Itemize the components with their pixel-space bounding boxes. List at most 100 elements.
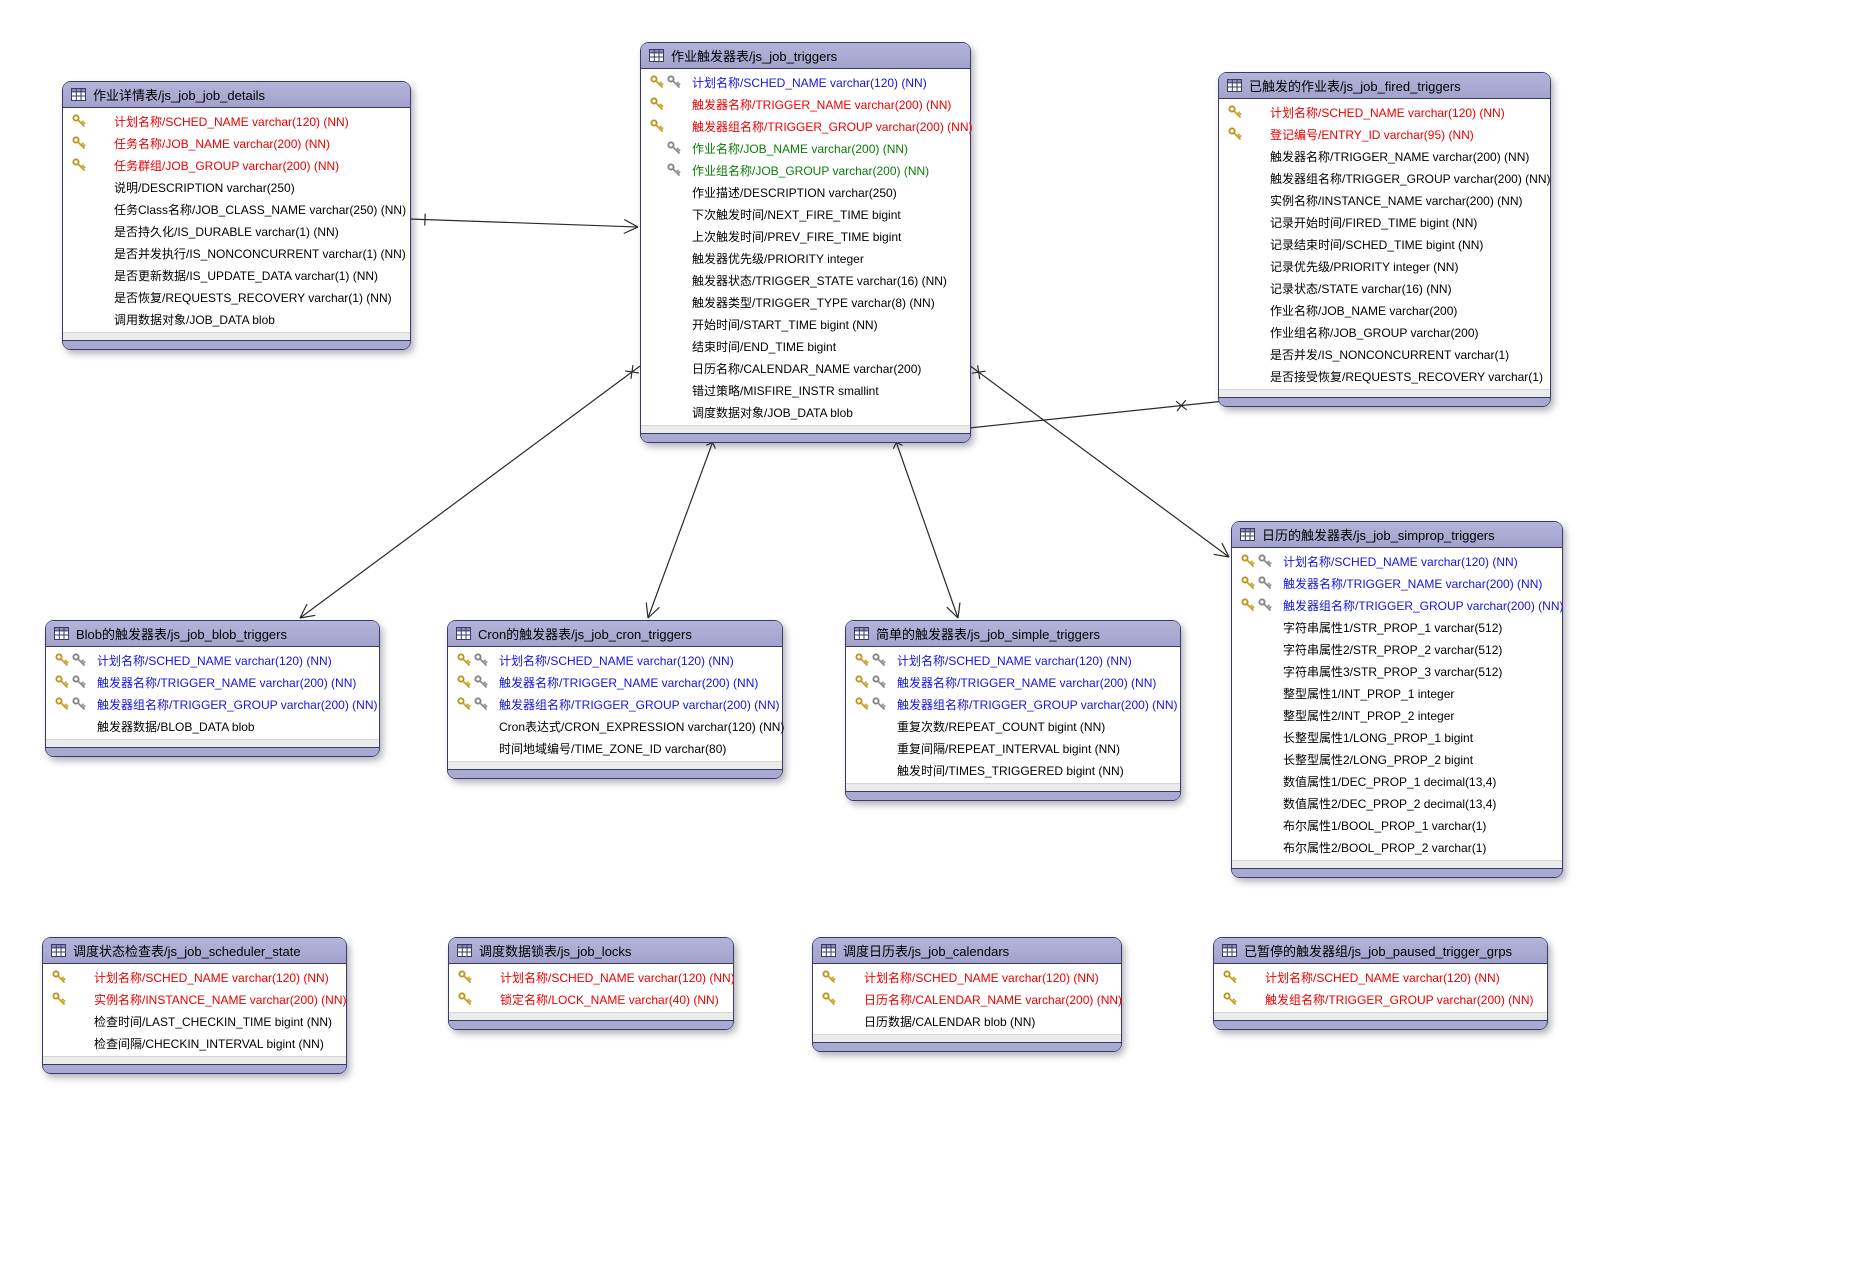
entity-table-js_job_cron_triggers[interactable]: Cron的触发器表/js_job_cron_triggers 计划名称/SCHE… <box>447 620 784 779</box>
column-definition: 检查时间/LAST_CHECKIN_TIME bigint (NN) <box>94 1014 333 1029</box>
table-header[interactable]: 调度数据锁表/js_job_locks <box>449 938 733 964</box>
column-definition: 作业组名称/JOB_GROUP varchar(200) <box>1270 325 1479 340</box>
column-definition: 计划名称/SCHED_NAME varchar(120) (NN) <box>114 114 349 129</box>
key-slot-2 <box>1256 576 1273 590</box>
table-header[interactable]: 调度状态检查表/js_job_scheduler_state <box>43 938 346 964</box>
key-slot-2 <box>1256 554 1273 568</box>
column-definition: 是否持久化/IS_DURABLE varchar(1) (NN) <box>114 224 339 239</box>
key-slot-1 <box>53 653 70 667</box>
table-header[interactable]: 已触发的作业表/js_job_fired_triggers <box>1219 73 1550 99</box>
table-column-row: 长整型属性2/LONG_PROP_2 bigint <box>1232 748 1562 770</box>
column-definition: 实例名称/INSTANCE_NAME varchar(200) (NN) <box>94 992 347 1007</box>
table-column-row: 触发器状态/TRIGGER_STATE varchar(16) (NN) <box>641 269 970 291</box>
table-columns: 计划名称/SCHED_NAME varchar(120) (NN) 登记编号/E… <box>1219 99 1550 389</box>
column-definition: 是否恢复/REQUESTS_RECOVERY varchar(1) (NN) <box>114 290 392 305</box>
entity-table-js_job_paused_trigger_grps[interactable]: 已暂停的触发器组/js_job_paused_trigger_grps 计划名称… <box>1213 937 1548 1030</box>
table-columns: 计划名称/SCHED_NAME varchar(120) (NN) 触发器名称/… <box>641 69 972 425</box>
foreign-key-icon <box>71 675 85 688</box>
column-definition: 整型属性2/INT_PROP_2 integer <box>1283 708 1455 723</box>
column-definition: 是否更新数据/IS_UPDATE_DATA varchar(1) (NN) <box>114 268 379 283</box>
table-column-row: 下次触发时间/NEXT_FIRE_TIME bigint <box>641 203 970 225</box>
table-column-row: 日历名称/CALENDAR_NAME varchar(200) (NN) <box>813 988 1122 1010</box>
column-definition: 检查间隔/CHECKIN_INTERVAL bigint (NN) <box>94 1036 324 1051</box>
column-definition: 计划名称/SCHED_NAME varchar(120) (NN) <box>1283 554 1518 569</box>
table-column-row: 是否更新数据/IS_UPDATE_DATA varchar(1) (NN) <box>63 264 410 286</box>
column-definition: 作业名称/JOB_NAME varchar(200) <box>1270 303 1458 318</box>
table-columns: 计划名称/SCHED_NAME varchar(120) (NN) 触发器名称/… <box>448 647 784 761</box>
table-column-row: 调用数据对象/JOB_DATA blob <box>63 308 410 330</box>
foreign-key-icon <box>71 697 85 710</box>
key-slot-1 <box>820 970 837 984</box>
table-column-row: 检查间隔/CHECKIN_INTERVAL bigint (NN) <box>43 1032 346 1054</box>
table-header[interactable]: 作业详情表/js_job_job_details <box>63 82 410 108</box>
primary-key-icon <box>1222 992 1236 1005</box>
table-column-row: 调度数据对象/JOB_DATA blob <box>641 401 970 423</box>
entity-table-js_job_fired_triggers[interactable]: 已触发的作业表/js_job_fired_triggers 计划名称/SCHED… <box>1218 72 1551 407</box>
table-header[interactable]: 已暂停的触发器组/js_job_paused_trigger_grps <box>1214 938 1547 964</box>
table-column-row: 计划名称/SCHED_NAME varchar(120) (NN) <box>846 649 1180 671</box>
entity-table-js_job_triggers[interactable]: 作业触发器表/js_job_triggers 计划名称/SCHED_NAME v… <box>640 42 972 443</box>
primary-key-icon <box>51 992 65 1005</box>
table-columns: 计划名称/SCHED_NAME varchar(120) (NN) 触发组名称/… <box>1214 964 1547 1012</box>
table-column-row: 触发器类型/TRIGGER_TYPE varchar(8) (NN) <box>641 291 970 313</box>
primary-key-icon <box>854 653 868 666</box>
foreign-key-icon <box>871 653 885 666</box>
entity-table-js_job_scheduler_state[interactable]: 调度状态检查表/js_job_scheduler_state 计划名称/SCHE… <box>42 937 347 1074</box>
column-definition: 触发器名称/TRIGGER_NAME varchar(200) (NN) <box>97 675 357 690</box>
entity-table-js_job_blob_triggers[interactable]: Blob的触发器表/js_job_blob_triggers 计划名称/SCHE… <box>45 620 380 757</box>
table-header[interactable]: 日历的触发器表/js_job_simprop_triggers <box>1232 522 1562 548</box>
table-column-row: 记录状态/STATE varchar(16) (NN) <box>1219 277 1550 299</box>
table-icon <box>1240 528 1255 541</box>
column-definition: 计划名称/SCHED_NAME varchar(120) (NN) <box>94 970 329 985</box>
column-definition: 任务名称/JOB_NAME varchar(200) (NN) <box>114 136 331 151</box>
table-column-row: 重复次数/REPEAT_COUNT bigint (NN) <box>846 715 1180 737</box>
table-column-row: 登记编号/ENTRY_ID varchar(95) (NN) <box>1219 123 1550 145</box>
entity-table-js_job_job_details[interactable]: 作业详情表/js_job_job_details 计划名称/SCHED_NAME… <box>62 81 411 350</box>
column-definition: 下次触发时间/NEXT_FIRE_TIME bigint <box>692 207 901 222</box>
column-definition: 触发器组名称/TRIGGER_GROUP varchar(200) (NN) <box>1283 598 1564 613</box>
key-slot-1 <box>70 158 87 172</box>
key-slot-2 <box>870 653 887 667</box>
table-header[interactable]: 作业触发器表/js_job_triggers <box>641 43 970 69</box>
table-footer-strip <box>43 1056 346 1064</box>
column-definition: 时间地域编号/TIME_ZONE_ID varchar(80) <box>499 741 727 756</box>
entity-table-js_job_simprop_triggers[interactable]: 日历的触发器表/js_job_simprop_triggers 计划名称/SCH… <box>1231 521 1563 878</box>
table-header[interactable]: Cron的触发器表/js_job_cron_triggers <box>448 621 782 647</box>
key-slot-1 <box>1239 598 1256 612</box>
table-column-row: 作业名称/JOB_NAME varchar(200) <box>1219 299 1550 321</box>
foreign-key-icon <box>871 697 885 710</box>
table-column-row: 计划名称/SCHED_NAME varchar(120) (NN) <box>448 649 782 671</box>
table-column-row: 计划名称/SCHED_NAME varchar(120) (NN) <box>43 966 346 988</box>
column-definition: 长整型属性2/LONG_PROP_2 bigint <box>1283 752 1474 767</box>
table-footer-strip <box>813 1034 1121 1042</box>
column-definition: 数值属性2/DEC_PROP_2 decimal(13,4) <box>1283 796 1497 811</box>
primary-key-icon <box>854 697 868 710</box>
column-definition: 登记编号/ENTRY_ID varchar(95) (NN) <box>1270 127 1474 142</box>
column-definition: 触发器类型/TRIGGER_TYPE varchar(8) (NN) <box>692 295 935 310</box>
primary-key-icon <box>456 697 470 710</box>
foreign-key-icon <box>666 163 680 176</box>
entity-table-js_job_simple_triggers[interactable]: 简单的触发器表/js_job_simple_triggers 计划名称/SCHE… <box>845 620 1181 801</box>
table-column-row: 检查时间/LAST_CHECKIN_TIME bigint (NN) <box>43 1010 346 1032</box>
key-slot-2 <box>70 697 87 711</box>
column-definition: 触发器组名称/TRIGGER_GROUP varchar(200) (NN) <box>97 697 378 712</box>
key-slot-1 <box>456 992 473 1006</box>
column-definition: 字符串属性2/STR_PROP_2 varchar(512) <box>1283 642 1503 657</box>
table-footer-bar <box>46 747 379 756</box>
table-header[interactable]: 调度日历表/js_job_calendars <box>813 938 1121 964</box>
entity-table-js_job_locks[interactable]: 调度数据锁表/js_job_locks 计划名称/SCHED_NAME varc… <box>448 937 735 1030</box>
entity-table-js_job_calendars[interactable]: 调度日历表/js_job_calendars 计划名称/SCHED_NAME v… <box>812 937 1122 1052</box>
primary-key-icon <box>649 75 663 88</box>
table-column-row: 作业名称/JOB_NAME varchar(200) (NN) <box>641 137 970 159</box>
key-slot-1 <box>50 970 67 984</box>
column-definition: 作业名称/JOB_NAME varchar(200) (NN) <box>692 141 909 156</box>
table-column-row: 时间地域编号/TIME_ZONE_ID varchar(80) <box>448 737 782 759</box>
table-header[interactable]: 简单的触发器表/js_job_simple_triggers <box>846 621 1180 647</box>
table-header[interactable]: Blob的触发器表/js_job_blob_triggers <box>46 621 379 647</box>
table-footer-bar <box>641 433 970 442</box>
table-footer-bar <box>448 769 782 778</box>
table-columns: 计划名称/SCHED_NAME varchar(120) (NN) 触发器名称/… <box>46 647 379 739</box>
table-columns: 计划名称/SCHED_NAME varchar(120) (NN) 触发器名称/… <box>846 647 1180 783</box>
column-definition: 锁定名称/LOCK_NAME varchar(40) (NN) <box>500 992 719 1007</box>
